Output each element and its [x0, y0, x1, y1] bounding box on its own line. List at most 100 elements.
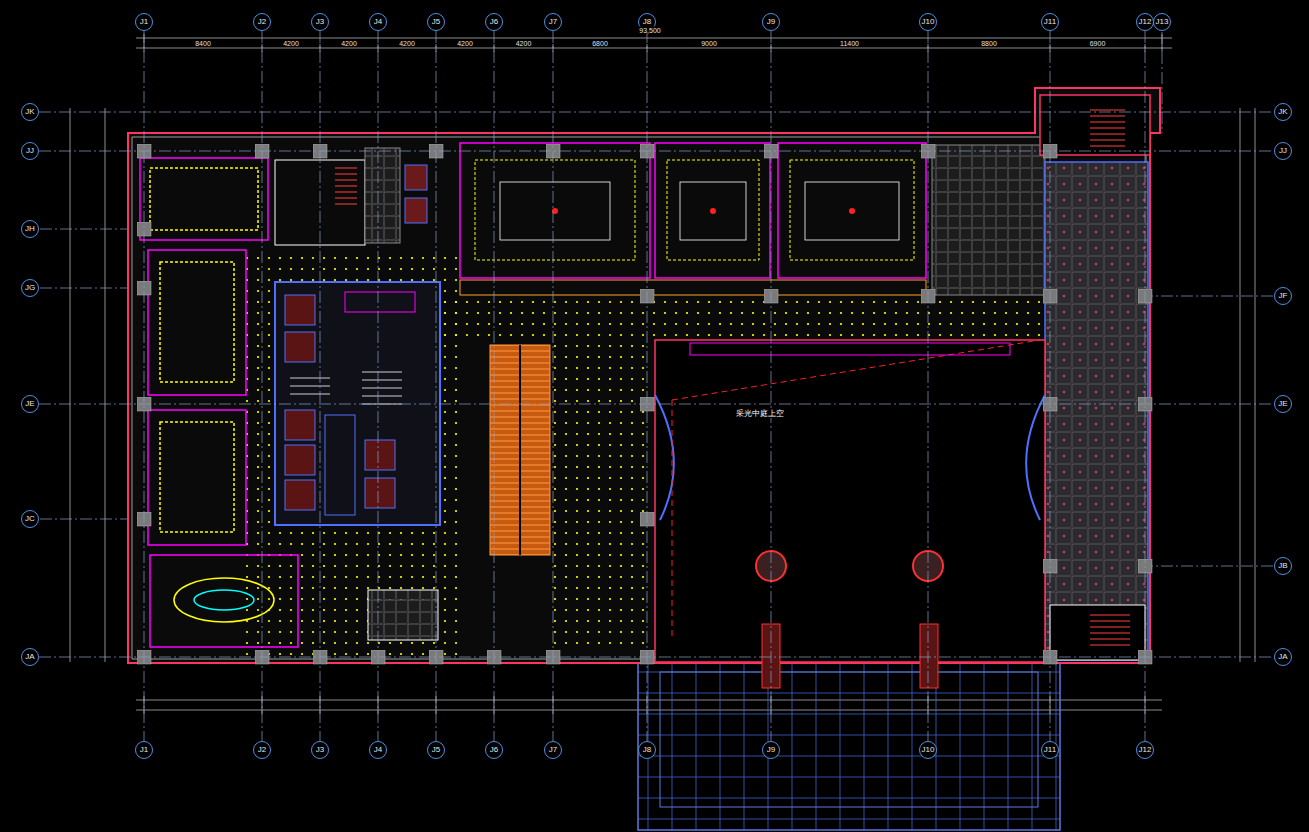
grid-bubble: J11: [1041, 741, 1059, 759]
grid-label: J6: [490, 746, 498, 754]
grid-bubble: JB: [1274, 557, 1292, 575]
grid-bubble: J7: [544, 741, 562, 759]
grid-label: J4: [374, 746, 382, 754]
room-label: 采光中庭上空: [735, 410, 785, 418]
dimension-text: 4200: [340, 40, 358, 47]
dimension-text: 11400: [839, 40, 860, 47]
grid-bubble: J2: [253, 741, 271, 759]
banquet-halls: [460, 143, 926, 295]
grid-label: J4: [374, 18, 382, 26]
grid-bubble: J3: [311, 13, 329, 31]
dimension-text: 93,500: [638, 27, 661, 34]
dimension-text: 6900: [1089, 40, 1107, 47]
grid-label: JJ: [26, 147, 34, 155]
grid-bubble: JE: [1274, 395, 1292, 413]
grid-label: J11: [1044, 18, 1056, 26]
grid-bubble: JE: [21, 395, 39, 413]
grid-label: JJ: [1279, 147, 1287, 155]
axis-line: [320, 31, 321, 741]
grid-label: J1: [140, 18, 148, 26]
corridor-lights: [440, 300, 1050, 340]
escalator: [490, 345, 550, 555]
dimension-text: 8800: [980, 40, 998, 47]
grid-label: J8: [643, 746, 651, 754]
grid-bubble: JK: [21, 103, 39, 121]
grid-label: J5: [432, 746, 440, 754]
grid-label: J9: [767, 18, 775, 26]
dimension-text: 4200: [282, 40, 300, 47]
grid-label: JK: [1278, 108, 1287, 116]
grid-bubble: JG: [21, 279, 39, 297]
grid-label: J10: [922, 18, 935, 26]
grid-label: JG: [25, 284, 35, 292]
grid-label: J7: [549, 18, 557, 26]
grid-bubble: J8: [638, 741, 656, 759]
grid-bubble: JA: [21, 648, 39, 666]
corridor-lights: [550, 340, 650, 650]
grid-bubble: JJ: [21, 142, 39, 160]
grid-bubble: J10: [919, 13, 937, 31]
dimension-text: 4200: [515, 40, 533, 47]
grid-label: J8: [643, 18, 651, 26]
building-outline: [128, 88, 1160, 663]
grid-label: J13: [1156, 18, 1169, 26]
grid-bubble: J11: [1041, 13, 1059, 31]
axis-line: [39, 112, 1274, 113]
axis-line: [39, 657, 1274, 658]
grid-label: JA: [25, 653, 34, 661]
grid-bubble: JF: [1274, 287, 1292, 305]
grid-label: J10: [922, 746, 935, 754]
axis-line: [262, 31, 263, 741]
stair-core: [275, 148, 427, 245]
grid-label: JE: [1278, 400, 1287, 408]
dimension-text: 4200: [398, 40, 416, 47]
grid-label: J1: [140, 746, 148, 754]
axis-line: [144, 31, 145, 741]
grid-label: JH: [25, 225, 35, 233]
canopy-inner: [660, 672, 1038, 807]
grid-label: J9: [767, 746, 775, 754]
dimension-lines: [70, 34, 1255, 714]
grid-bubble: JC: [21, 510, 39, 528]
grid-bubble: J4: [369, 13, 387, 31]
grid-label: J5: [432, 18, 440, 26]
axis-line: [1050, 31, 1051, 741]
atrium-void: [655, 340, 1045, 688]
corridor-lights: [240, 250, 460, 660]
axis-line: [771, 31, 772, 741]
grid-bubble: J12: [1136, 13, 1154, 31]
grid-bubble: JK: [1274, 103, 1292, 121]
grid-bubble: J1: [135, 13, 153, 31]
grid-bubble: J3: [311, 741, 329, 759]
axis-line: [378, 31, 379, 741]
axis-line: [647, 31, 648, 741]
grid-bubble: J9: [762, 13, 780, 31]
grid-label: J11: [1044, 746, 1056, 754]
grid-bubble: J6: [485, 741, 503, 759]
entrance-canopy: [638, 663, 1060, 830]
grid-bubble: JA: [1274, 648, 1292, 666]
grid-label: JE: [25, 400, 34, 408]
dimension-text: 6800: [591, 40, 609, 47]
grid-bubble: J7: [544, 13, 562, 31]
escalator-divider: [519, 345, 521, 555]
axis-line: [553, 31, 554, 741]
dimension-text: 8400: [194, 40, 212, 47]
grid-bubble: J12: [1136, 741, 1154, 759]
grid-bubble: J10: [919, 741, 937, 759]
grid-label: J2: [258, 746, 266, 754]
grid-label: JF: [1279, 292, 1288, 300]
grid-label: J3: [316, 18, 324, 26]
grid-label: J7: [549, 746, 557, 754]
east-stairs: [1040, 95, 1150, 660]
grid-bubble: J2: [253, 13, 271, 31]
dimension-text: 4200: [456, 40, 474, 47]
grid-label: J2: [258, 18, 266, 26]
east-wing: [1045, 162, 1148, 660]
grid-bubble: J4: [369, 741, 387, 759]
grid-bubble: J13: [1153, 13, 1171, 31]
elevator-core: [275, 282, 440, 525]
grid-bubble: J5: [427, 741, 445, 759]
